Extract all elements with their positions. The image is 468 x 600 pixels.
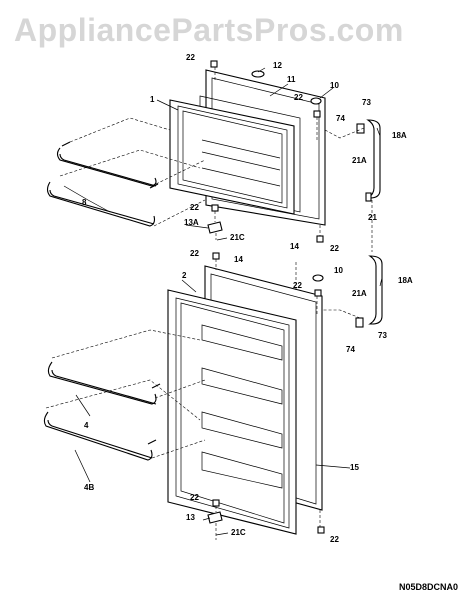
freezer-shelf-b — [46, 181, 156, 227]
callout-73: 73 — [378, 331, 387, 340]
callout-4B: 4B — [84, 483, 94, 492]
callout-2: 2 — [182, 271, 187, 280]
freezer-door-gasket — [169, 99, 295, 215]
callout-1: 1 — [150, 95, 155, 104]
callout-22: 22 — [190, 203, 199, 212]
callout-8: 8 — [82, 198, 87, 207]
callout-22: 22 — [190, 493, 199, 502]
callout-12: 12 — [273, 61, 282, 70]
callout-22: 22 — [190, 249, 199, 258]
callout-10: 10 — [330, 81, 339, 90]
fresh-food-door-group — [167, 252, 383, 535]
fresh-food-door-gasket — [167, 289, 297, 535]
cap-10-top — [310, 97, 322, 105]
callout-22: 22 — [330, 244, 339, 253]
watermark: AppliancePartsPros.com — [14, 12, 404, 48]
callout-73: 73 — [362, 98, 371, 107]
cap-12 — [251, 70, 265, 78]
callout-74: 74 — [336, 114, 345, 123]
callout-22: 22 — [293, 281, 302, 290]
callout-labels: 22 12 11 10 22 1 74 73 18A 21A 8 22 13A … — [82, 53, 413, 544]
callout-22: 22 — [330, 535, 339, 544]
freezer-door-group — [169, 60, 381, 243]
callout-13A: 13A — [184, 218, 199, 227]
leader-lines — [63, 67, 383, 536]
callout-21A: 21A — [352, 156, 367, 165]
door-shelf-4B — [43, 411, 153, 461]
callout-14: 14 — [234, 255, 243, 264]
hinge-13 — [207, 511, 223, 524]
callout-18A: 18A — [398, 276, 413, 285]
freezer-shelf-a — [56, 147, 157, 187]
assembly-lines — [45, 67, 373, 540]
handle-18A-bottom — [368, 255, 383, 325]
diagram-code: N05D8DCNA0 — [398, 582, 458, 592]
callout-22: 22 — [294, 93, 303, 102]
callout-14: 14 — [290, 242, 299, 251]
hinge-13A — [207, 221, 223, 234]
callout-4: 4 — [84, 421, 89, 430]
fresh-food-shelves — [43, 361, 161, 461]
door-shelf-4 — [47, 361, 157, 405]
freezer-shelves — [46, 141, 159, 227]
callout-22: 22 — [186, 53, 195, 62]
callout-18A: 18A — [392, 131, 407, 140]
callout-13: 13 — [186, 513, 195, 522]
callout-21C: 21C — [231, 528, 246, 537]
callout-74: 74 — [346, 345, 355, 354]
callout-15: 15 — [350, 463, 359, 472]
callout-21: 21 — [368, 213, 377, 222]
screw-22-top — [210, 60, 218, 68]
callout-21C: 21C — [230, 233, 245, 242]
callout-10: 10 — [334, 266, 343, 275]
callout-21A: 21A — [352, 289, 367, 298]
callout-11: 11 — [287, 75, 296, 84]
